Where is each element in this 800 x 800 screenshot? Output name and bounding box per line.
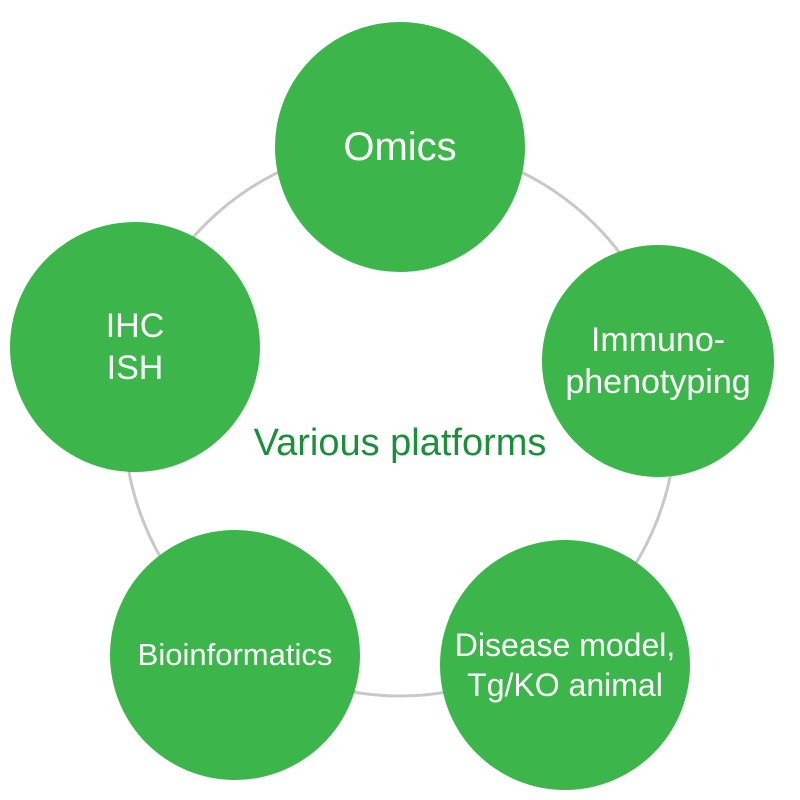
node-immunophenotyping-line-1: Immuno-: [590, 320, 726, 359]
center-label: Various platforms: [253, 422, 547, 464]
node-ihc-ish-line-1: IHC: [105, 306, 165, 345]
node-disease-model-line-1: Disease model,: [454, 627, 676, 663]
node-omics-line-1: Omics: [343, 125, 457, 169]
node-bioinformatics-line-1: Bioinformatics: [137, 636, 333, 672]
node-omics: Omics: [275, 22, 525, 272]
node-disease-model-text: Disease model, Tg/KO animal: [455, 625, 676, 705]
node-immunophenotyping-line-2: phenotyping: [565, 363, 751, 401]
node-immunophenotyping: Immuno- phenotyping: [542, 245, 774, 477]
node-disease-model-line-2: Tg/KO animal: [467, 667, 663, 703]
node-bioinformatics: Bioinformatics: [110, 530, 360, 780]
node-ihc-ish-line-2: ISH: [106, 349, 164, 387]
node-omics-text: Omics: [343, 122, 456, 172]
node-bioinformatics-text: Bioinformatics: [138, 636, 333, 675]
node-disease-model: Disease model, Tg/KO animal: [440, 540, 690, 790]
node-immunophenotyping-text: Immuno- phenotyping: [565, 319, 750, 404]
node-ihc-ish: IHC ISH: [10, 222, 260, 472]
node-ihc-ish-text: IHC ISH: [106, 305, 165, 390]
